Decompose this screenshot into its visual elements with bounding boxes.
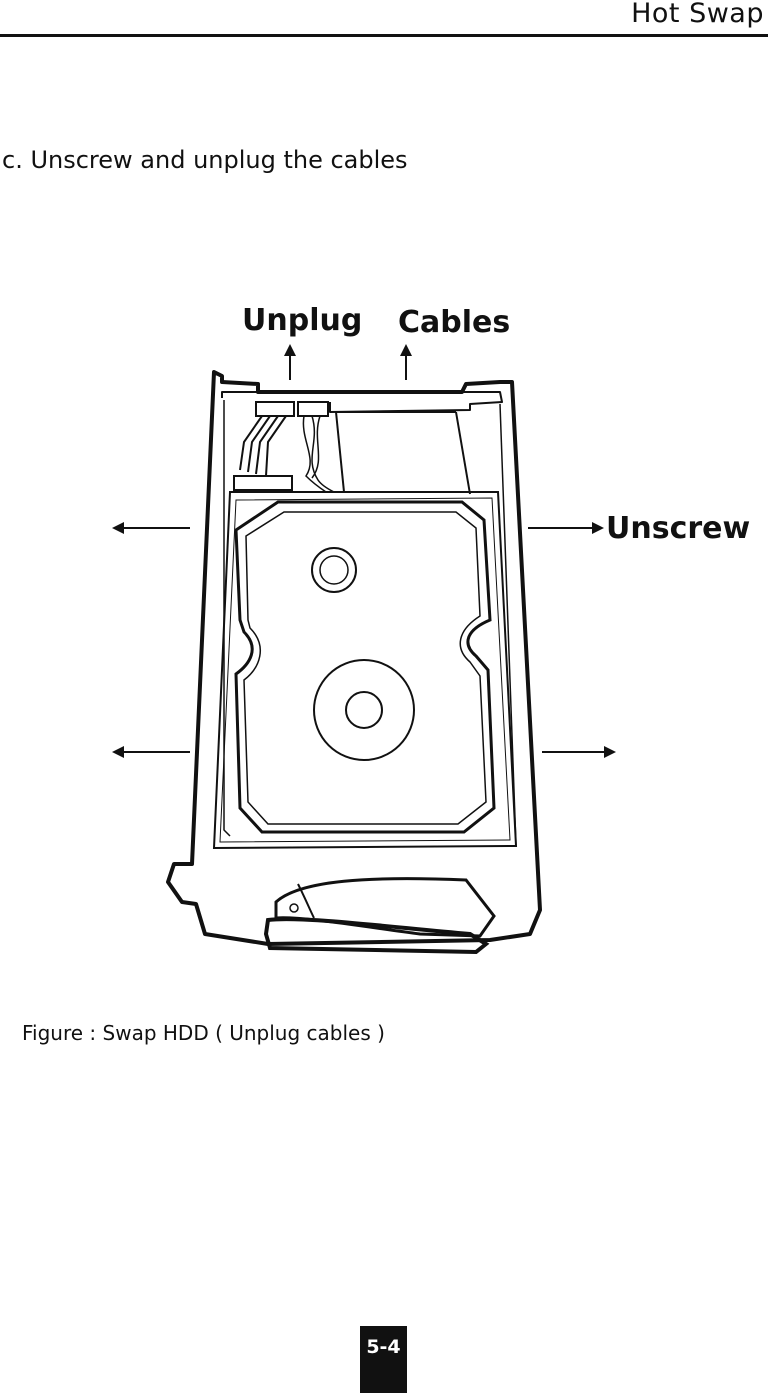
page-header-title: Hot Swap [631,0,764,29]
unscrew-arrow-bottom-left [112,746,190,758]
step-instruction: c. Unscrew and unplug the cables [2,146,408,174]
power-connector [233,401,295,491]
figure-caption: Figure : Swap HDD ( Unplug cables ) [22,1021,385,1045]
drive-tray [166,370,542,946]
unscrew-label: Unscrew [606,511,750,546]
unscrew-arrow-bottom-right [542,746,616,758]
hard-disk-drive [212,491,518,850]
tray-handle [263,877,496,955]
page-number: 5-4 [366,1336,401,1358]
hdd-tray-illustration: Unplug Cables Unscrew [112,303,750,955]
cables-label: Cables [398,305,510,340]
unplug-label: Unplug [242,303,362,338]
ribbon-cable [335,411,471,495]
page-number-badge: 5-4 [360,1326,407,1393]
header-rule [0,34,768,37]
unscrew-arrow-top-right [528,522,604,534]
data-connector [297,401,335,493]
unplug-arrow [284,344,296,380]
unscrew-arrow-top-left [112,522,190,534]
cables-arrow [400,344,412,380]
